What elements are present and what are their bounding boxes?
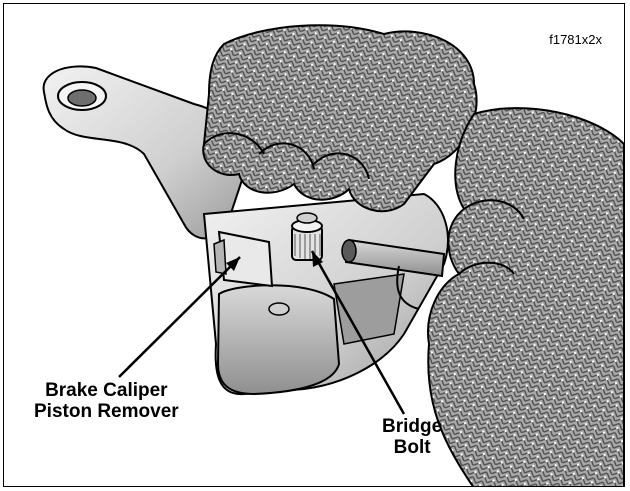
callout-bridge-bolt: Bridge Bolt xyxy=(382,416,442,458)
callout-line: Bolt xyxy=(382,437,442,458)
figure-id: f1781x2x xyxy=(549,32,602,47)
illustration-frame: f1781x2x Brake Caliper Piston Remover Br… xyxy=(3,3,625,487)
left-glove xyxy=(203,25,476,211)
caliper-body xyxy=(204,194,448,394)
callout-line: Brake Caliper xyxy=(34,380,179,401)
callout-line: Piston Remover xyxy=(34,401,179,422)
callout-brake-caliper-piston-remover: Brake Caliper Piston Remover xyxy=(34,380,179,422)
callout-line: Bridge xyxy=(382,416,442,437)
right-glove xyxy=(428,108,624,487)
